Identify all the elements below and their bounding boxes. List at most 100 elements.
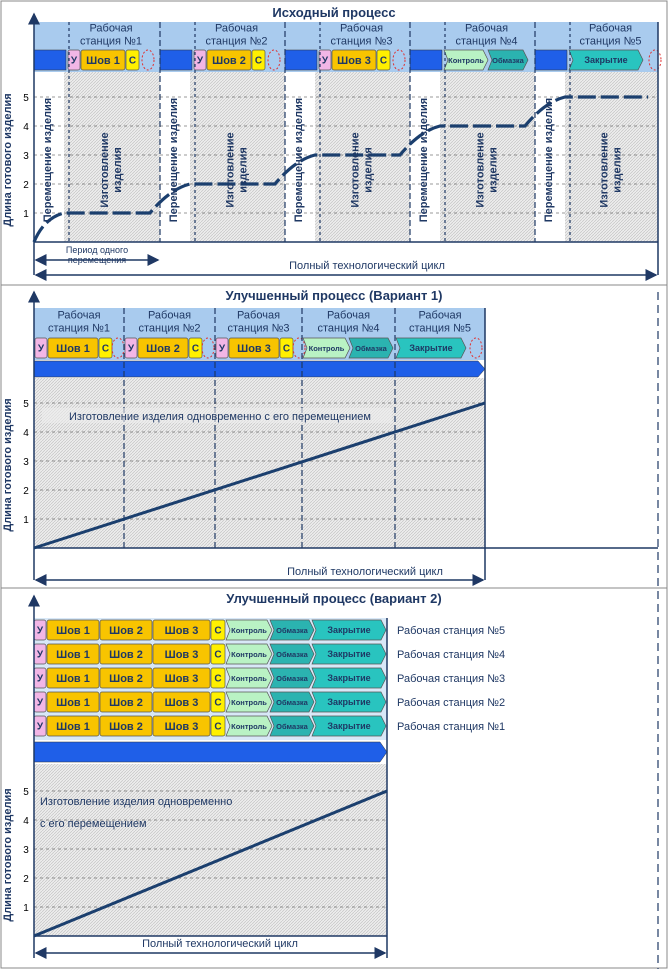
panel3-op-coating xyxy=(269,643,315,665)
panel1-cycle-label: Полный технологический цикл xyxy=(289,260,445,272)
panel3-op-coating-label: Обмазка xyxy=(276,674,309,683)
panel1-op-c xyxy=(251,49,266,71)
panel2-op-u xyxy=(124,337,138,359)
panel3-op-closing-label: Закрытие xyxy=(327,697,370,707)
panel1-progress-line xyxy=(32,95,648,243)
panel1-op-closing-label: Закрытие xyxy=(584,55,627,65)
panel2-cycle-label: Полный технологический цикл xyxy=(287,566,443,578)
panel3-op-weld3-label: Шов 3 xyxy=(165,625,199,637)
panel2-op-weld-label: Шов 2 xyxy=(146,343,180,355)
panel3-op-weld1-label: Шов 1 xyxy=(56,697,90,709)
panel3-y-tick: 2 xyxy=(23,874,29,885)
panel3-op-weld1-label: Шов 1 xyxy=(56,721,90,733)
panel1-title: Исходный процесс xyxy=(272,5,395,20)
panel1-idle-marker xyxy=(392,49,406,71)
panel3-op-coating-label: Обмазка xyxy=(276,650,309,659)
panel1-move-label: Перемещение изделия xyxy=(168,98,180,222)
panel3-op-weld1 xyxy=(46,643,100,665)
panel2-y-tick: 2 xyxy=(23,486,29,497)
panel1-op-weld xyxy=(331,49,377,71)
panel2-y-tick: 1 xyxy=(23,515,29,526)
panel1-move-bar xyxy=(33,49,67,71)
panel2-op-coating-label: Обмазка xyxy=(355,344,388,353)
panel1-y-label: Длина готового изделия xyxy=(2,93,14,226)
panel3-op-weld2-label: Шов 2 xyxy=(109,673,143,685)
panel3-station-label: Рабочая станция №3 xyxy=(397,673,505,685)
panel1-move-label: Перемещение изделия xyxy=(42,98,54,222)
panel3-station-label: Рабочая станция №2 xyxy=(397,697,505,709)
panel3-op-control xyxy=(225,691,273,713)
panel2-y-label: Длина готового изделия xyxy=(2,398,14,531)
panel3-op-coating-label: Обмазка xyxy=(276,626,309,635)
panel3-op-u-label: У xyxy=(37,650,44,661)
panel3-op-weld2 xyxy=(99,619,153,641)
panel3-op-weld2-label: Шов 2 xyxy=(109,649,143,661)
panel3-op-c-label: С xyxy=(214,722,221,733)
panel3-op-c-label: С xyxy=(214,698,221,709)
panel3-title: Улучшенный процесс (вариант 2) xyxy=(226,591,441,606)
panel2-op-coating xyxy=(348,337,394,359)
panel2-y-tick: 3 xyxy=(23,457,29,468)
panel3-op-weld1 xyxy=(46,619,100,641)
panel3-y-tick: 3 xyxy=(23,845,29,856)
panel1-y-tick: 4 xyxy=(23,122,29,133)
panel2-annotation: Изготовление изделия одновременно с его … xyxy=(69,411,371,423)
panel1-cycle-label-bg xyxy=(268,258,468,272)
panel1-y-tick: 3 xyxy=(23,151,29,162)
panel1-op-c-label: С xyxy=(255,56,262,67)
panel2-op-closing-label: Закрытие xyxy=(409,343,452,353)
panel1-move-bar xyxy=(409,49,443,71)
panel2-title: Улучшенный процесс (Вариант 1) xyxy=(226,288,443,303)
panel2-idle-marker xyxy=(201,337,215,359)
panel3-cycle-label: Полный технологический цикл xyxy=(142,938,298,950)
panel3-op-c xyxy=(210,643,226,665)
panel3-op-weld2 xyxy=(99,691,153,713)
panel3-station-label: Рабочая станция №4 xyxy=(397,649,505,661)
panel3-op-control xyxy=(225,667,273,689)
panel3-op-weld3-label: Шов 3 xyxy=(165,721,199,733)
panel3-op-c xyxy=(210,691,226,713)
panel3-op-u-label: У xyxy=(37,698,44,709)
panel1-op-control-label: Контроль xyxy=(448,56,484,65)
panel1-op-c-label: С xyxy=(129,56,136,67)
panel3-conveyor-bar xyxy=(33,741,388,763)
panel3-op-c-label: С xyxy=(214,674,221,685)
panel1-op-c xyxy=(125,49,140,71)
panel2-op-control xyxy=(302,337,351,359)
panel1-op-coating xyxy=(487,49,529,71)
panel1-idle-marker xyxy=(267,49,281,71)
panel2-annotation-bg xyxy=(42,408,392,423)
panel2-op-c-label: С xyxy=(192,344,199,355)
panel2-op-weld xyxy=(47,337,99,359)
panel3-op-weld3 xyxy=(152,691,211,713)
panel1-make-label: Изготовлениеизделия xyxy=(99,132,124,207)
panel2-op-weld-label: Шов 3 xyxy=(237,343,271,355)
panel3-plot-bg xyxy=(34,764,387,936)
panel3-y-tick: 4 xyxy=(23,816,29,827)
panel3-op-closing-label: Закрытие xyxy=(327,625,370,635)
panel3-op-weld2 xyxy=(99,643,153,665)
panel3-op-control-label: Контроль xyxy=(231,626,267,635)
panel2-op-control-label: Контроль xyxy=(309,344,345,353)
panel3-op-weld1 xyxy=(46,715,100,737)
panel3-op-coating-label: Обмазка xyxy=(276,722,309,731)
panel3-op-coating xyxy=(269,619,315,641)
panel3-progress-line xyxy=(33,789,388,938)
panel2-op-u xyxy=(215,337,229,359)
panel3-op-closing xyxy=(311,691,387,713)
panel3-op-c xyxy=(210,619,226,641)
panel1-make-label: Изготовлениеизделия xyxy=(475,132,500,207)
panel3-op-closing xyxy=(311,643,387,665)
panel3-op-control xyxy=(225,715,273,737)
panel2-op-weld-label: Шов 1 xyxy=(56,343,90,355)
panel1-op-weld-label: Шов 3 xyxy=(337,55,371,67)
panel2-op-u-label: У xyxy=(128,344,135,355)
